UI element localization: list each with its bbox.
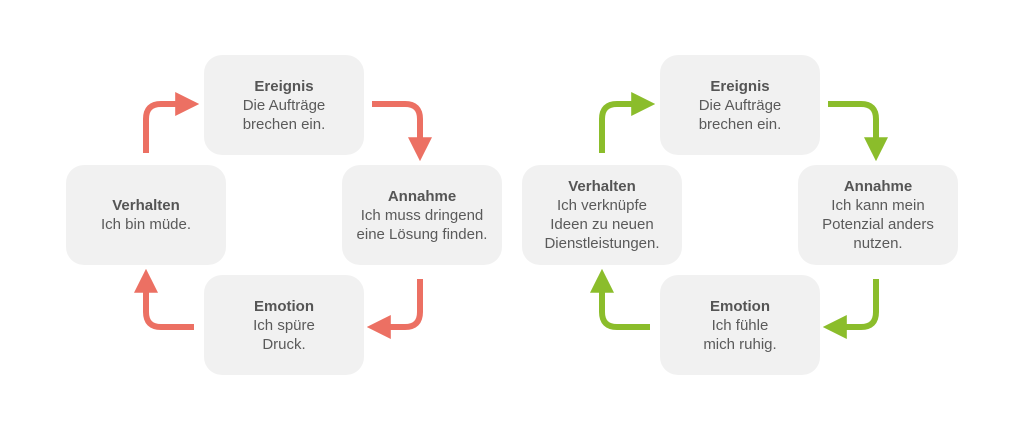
emotion-text: Ich spüre Druck. [253, 316, 315, 353]
ereignis-text: Die Aufträge brechen ein. [698, 96, 782, 133]
verhalten-title: Verhalten [112, 197, 180, 214]
ereignis-text: Die Aufträge brechen ein. [242, 96, 326, 133]
annahme-text: Ich kann mein Potenzial anders nutzen. [822, 197, 934, 252]
verhalten-box: Verhalten Ich verknüpfe Ideen zu neuen D… [522, 165, 682, 265]
arrow-emotion-to-verhalten [590, 268, 650, 330]
left-cycle-arrows [134, 92, 432, 339]
left-cycle-diagram: Ereignis Die Aufträge brechen ein. Annah… [66, 55, 502, 375]
verhalten-text: Ich bin müde. [100, 216, 192, 233]
emotion-title: Emotion [254, 297, 314, 315]
arrow-verhalten-to-ereignis [143, 92, 200, 153]
annahme-title: Annahme [843, 178, 913, 195]
emotion-title: Emotion [710, 297, 770, 315]
arrow-ereignis-to-annahme [828, 101, 888, 162]
arrow-ereignis-to-annahme [372, 101, 432, 162]
arrow-emotion-to-verhalten [134, 268, 194, 330]
verhalten-text: Ich verknüpfe Ideen zu neuen Dienstleist… [544, 197, 660, 252]
arrow-verhalten-to-ereignis [599, 92, 656, 153]
annahme-box: Annahme Ich muss dringend eine Lösung fi… [342, 165, 502, 265]
arrow-annahme-to-emotion [822, 279, 879, 339]
emotion-text: Ich fühle mich ruhig. [703, 316, 777, 353]
annahme-text: Ich muss dringend eine Lösung finden. [356, 206, 488, 243]
verhalten-box: Verhalten Ich bin müde. [66, 165, 226, 265]
annahme-box: Annahme Ich kann mein Potenzial anders n… [798, 165, 958, 265]
ereignis-box: Ereignis Die Aufträge brechen ein. [204, 55, 364, 155]
ereignis-title: Ereignis [710, 77, 770, 95]
verhalten-title: Verhalten [568, 178, 636, 195]
ereignis-box: Ereignis Die Aufträge brechen ein. [660, 55, 820, 155]
right-cycle-arrows [590, 92, 888, 339]
emotion-box: Emotion Ich spüre Druck. [204, 275, 364, 375]
right-cycle-diagram: Ereignis Die Aufträge brechen ein. Annah… [456, 0, 968, 431]
annahme-title: Annahme [387, 187, 457, 205]
arrow-annahme-to-emotion [366, 279, 423, 339]
ereignis-title: Ereignis [254, 77, 314, 95]
emotion-box: Emotion Ich fühle mich ruhig. [660, 275, 820, 375]
